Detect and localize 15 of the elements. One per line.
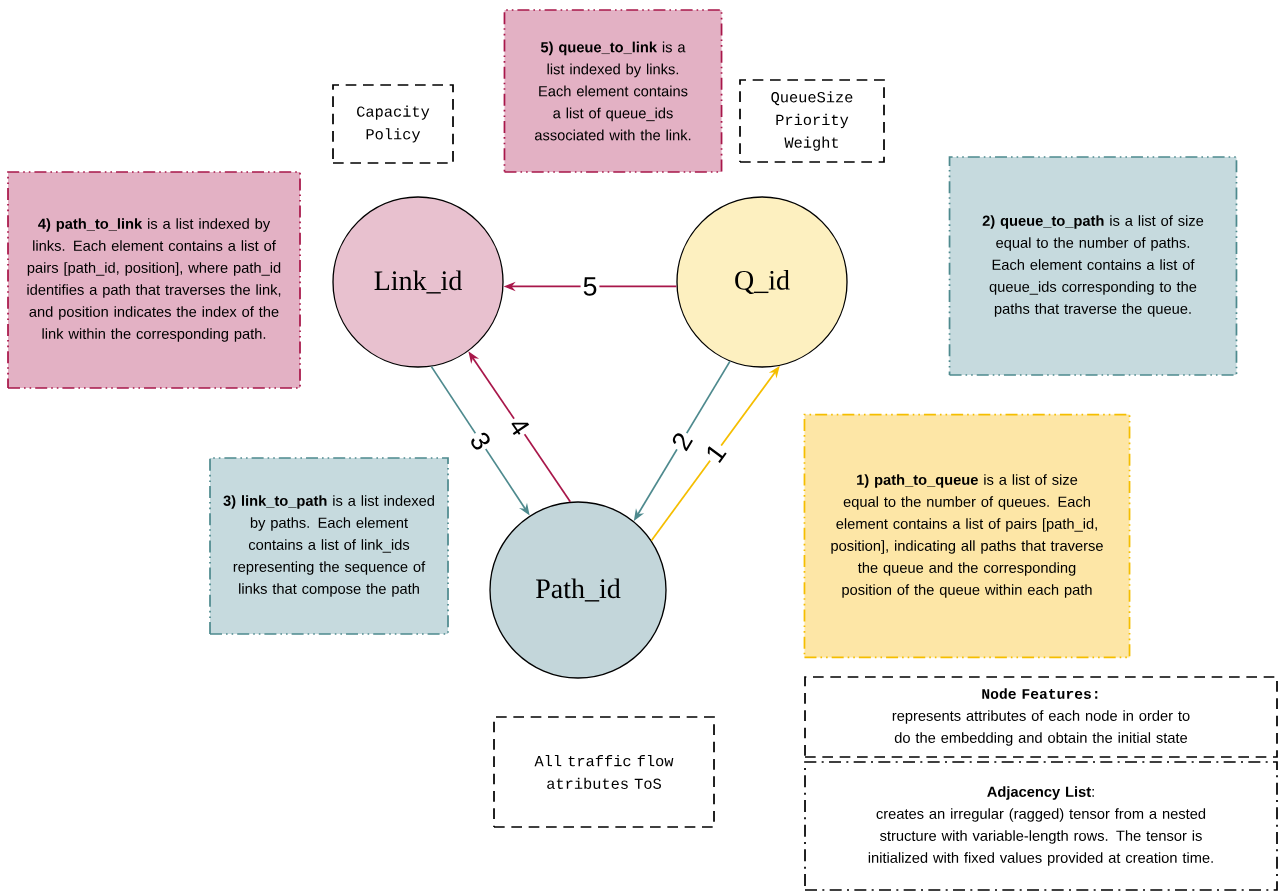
note-box: 5) queue_to_link is a list indexed by links. Each element contains a list of queue_ids associated with the link.	[503, 9, 723, 173]
note-box: 2) queue_to_path is a list of size equal to the number of paths. Each element contains a list of queue_ids corresponding to the paths that traverse the queue.	[948, 156, 1238, 376]
edge-label: 3	[465, 426, 496, 456]
note-box: Adjacency List: creates an irregular (ragged) tensor from a nested structure with variable-length rows. The tensor is initialized with fixed values provided at creation time.	[804, 761, 1278, 891]
note-box: All traffic flow atributes ToS	[493, 716, 715, 828]
edge-label: 4	[504, 412, 534, 441]
note-box: Capacity Policy	[332, 84, 454, 164]
note-box: 4) path_to_link is a list indexed by links. Each element contains a list of pairs [path_id, position], where path_id identifies a path that traverses the link, and position indicates the index of the link within the corresponding path.	[7, 171, 301, 389]
edge-label: 1	[701, 438, 731, 468]
note-box: 3) link_to_path is a list indexed by paths. Each element contains a list of link_ids representing the sequence of links that compose the path	[209, 457, 449, 635]
note-box: Node Features: represents attributes of each node in order to do the embedding and obtain the initial state	[804, 676, 1278, 758]
edge-label: 2	[667, 427, 697, 456]
edge-label: 5	[580, 275, 600, 298]
note-box: QueueSize Priority Weight	[739, 79, 885, 163]
note-box: 1) path_to_queue is a list of size equal to the number of queues. Each element contains a list of pairs [path_id, position], indicating all paths that traverse the queue and the corresponding position of the queue within each path	[803, 413, 1131, 659]
